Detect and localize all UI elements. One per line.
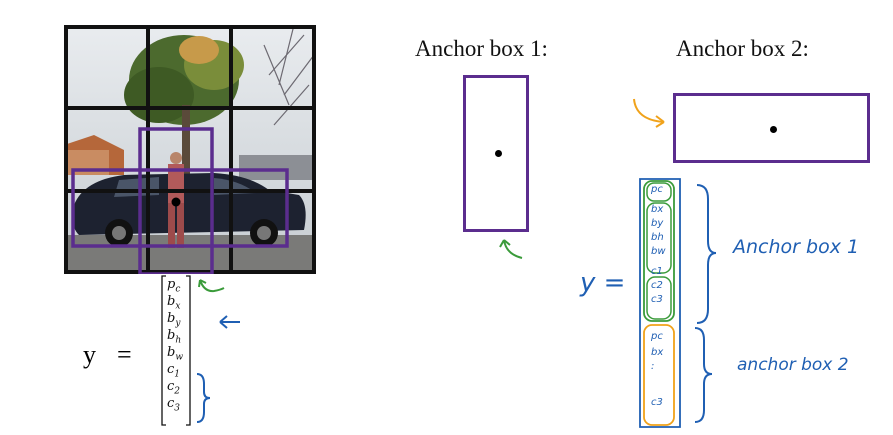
combined-vector: pc bx by bh bw c1 c2 c3 pc bx : c3 [634,177,686,429]
vector-items: pc bx by bh bw c1 c2 c3 [167,276,187,414]
blue-arrow [219,315,240,329]
vector-item: bx [167,294,181,312]
anchor-box-2-arrow [633,98,665,128]
y-equals-handwritten: y = [580,268,626,298]
group2-item: : [651,361,655,372]
vector-item: pc [167,277,181,295]
group2-item: pc [651,331,663,342]
vector-subscript: 1 [174,369,181,380]
anchor-box-2-center [770,126,777,133]
group2-item: bx [651,347,664,358]
vector-item: bh [167,328,182,346]
group1-item: c2 [651,280,663,291]
vector-item: c3 [167,396,181,414]
group1-items: pc bx by bh bw c1 c2 c3 [651,183,673,307]
vector-subscript: 3 [174,403,181,414]
anchor-box-1-arrow [499,239,523,259]
vector-brackets [161,275,191,426]
anchor-box-2-title: Anchor box 2: [676,36,809,61]
vector-subscript: c [175,284,181,295]
vector-subscript: w [175,352,184,363]
label-anchor-box-2: anchor box 2 [737,355,849,375]
vector-subscript: x [175,301,181,312]
car-anchor-box [71,168,289,248]
blue-brace-classes [196,373,211,423]
y-label: y [83,340,96,369]
brace-group1 [696,184,717,324]
vector-subscript: y [175,318,181,329]
y-vector: pc bx by bh bw c1 c2 c3 [160,274,192,427]
road [64,235,316,274]
vector-item: bw [167,345,184,363]
brace-group2 [694,327,713,423]
group1-item: bx [651,204,664,215]
vector-item: c2 [167,379,181,397]
vector-item: by [167,311,181,329]
vector-item: c1 [167,362,181,380]
label-anchor-box-1: Anchor box 1 [733,236,860,258]
anchor-box-1-center [495,150,502,157]
group1-item: bh [651,232,664,243]
group1-item: c1 [651,266,663,277]
vector-subscript: h [175,335,182,346]
group1-item: bw [651,246,666,257]
grid-image [64,24,316,276]
grid-image-svg [64,24,316,276]
group1-item: pc [651,184,663,195]
group2-item: c3 [651,397,663,408]
group2-items: pc bx : c3 [651,329,673,411]
green-arrow [198,279,225,293]
group1-item: by [651,218,664,229]
anchor-box-1-shape [463,75,529,232]
bare-tree [263,24,315,126]
center-dot [171,197,181,207]
vector-subscript: 2 [174,386,181,397]
combined-vector-outline [639,178,681,428]
houses [64,135,316,180]
anchor-box-2-shape [673,93,870,163]
grid-lines [64,25,316,274]
person [168,152,184,248]
equals-sign: = [117,340,132,369]
group1-item: c3 [651,294,663,305]
anchor-box-1-title: Anchor box 1: [415,36,548,61]
